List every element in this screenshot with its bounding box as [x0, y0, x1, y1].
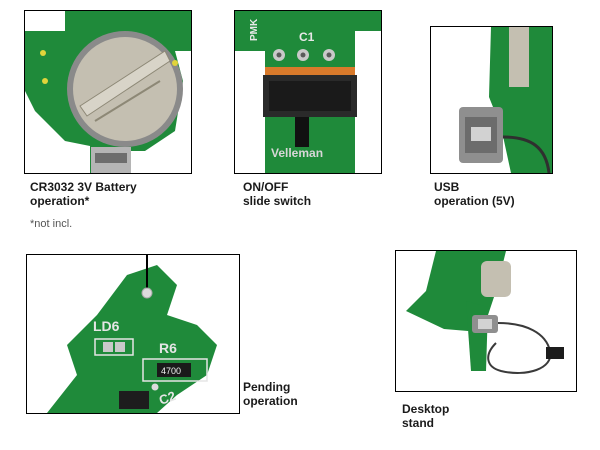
- stand-caption-line-2: stand: [402, 416, 435, 430]
- battery-note: *not incl.: [30, 218, 73, 230]
- battery-photo-panel: [24, 10, 192, 174]
- slide-switch-image: PMK C1 Velleman: [235, 11, 381, 173]
- stand-caption-line-1: Desktop: [402, 402, 450, 416]
- stand-caption: Desktop stand: [402, 402, 502, 430]
- battery-caption-line-2: operation*: [30, 194, 90, 208]
- usb-caption-line-2: operation (5V): [434, 194, 515, 208]
- usb-connector-image: [431, 27, 552, 173]
- switch-caption: ON/OFF slide switch: [243, 180, 363, 208]
- usb-caption-line-1: USB: [434, 180, 460, 194]
- switch-photo-panel: PMK C1 Velleman: [234, 10, 382, 174]
- usb-caption: USB operation (5V): [434, 180, 574, 208]
- pending-caption-line-1: Pending: [243, 380, 291, 394]
- desktop-stand-image: [396, 251, 576, 391]
- pcb-label-velleman: Velleman: [271, 146, 323, 160]
- pcb-label-ld6: LD6: [93, 318, 120, 334]
- pcb-label-r6: R6: [159, 340, 177, 356]
- pending-pcb-image: LD6 R6 4700 C2: [27, 255, 239, 413]
- pending-caption-line-2: operation: [243, 394, 298, 408]
- pcb-label-pmk: PMK: [249, 18, 260, 41]
- battery-holder-image: [25, 11, 191, 173]
- pending-photo-panel: LD6 R6 4700 C2: [26, 254, 240, 414]
- pending-caption: Pending operation: [243, 380, 343, 408]
- switch-caption-line-1: ON/OFF: [243, 180, 289, 194]
- stand-photo-panel: [395, 250, 577, 392]
- switch-caption-line-2: slide switch: [243, 194, 312, 208]
- pcb-label-c2: C2: [157, 388, 178, 408]
- resistor-value-label: 4700: [161, 366, 181, 376]
- battery-caption: CR3032 3V Battery operation*: [30, 180, 200, 208]
- battery-caption-line-1: CR3032 3V Battery: [30, 180, 137, 194]
- usb-photo-panel: [430, 26, 553, 174]
- pcb-label-c1: C1: [299, 30, 315, 44]
